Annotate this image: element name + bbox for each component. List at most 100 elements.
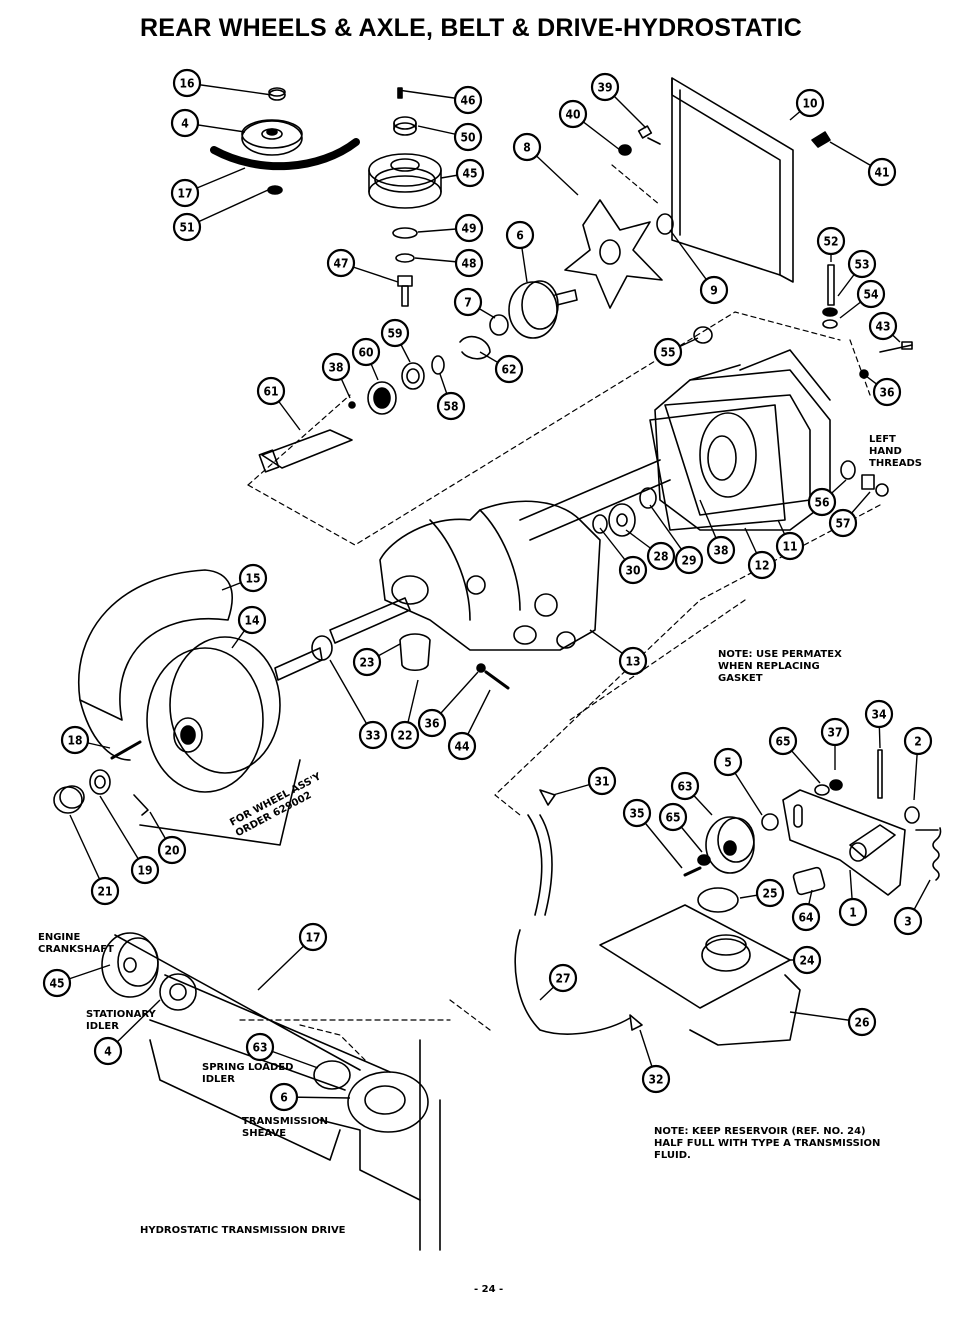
callout-62-circle — [494, 354, 524, 384]
callout-47-circle — [326, 248, 356, 278]
callout-16-circle — [172, 68, 202, 98]
callout-12-circle — [747, 550, 777, 580]
part-13-transmission-housing — [379, 459, 671, 651]
part-2-fitting — [904, 806, 920, 824]
part-41-screw — [811, 131, 831, 148]
callout-31-circle — [587, 766, 617, 796]
belt-callout-63: 63 — [252, 1041, 267, 1055]
callout-61: 61 — [263, 385, 278, 399]
callout-62: 62 — [501, 363, 516, 377]
axle-group — [274, 597, 510, 690]
callout-11-circle — [775, 531, 805, 561]
callout-7: 7 — [464, 296, 472, 310]
wheel-small-parts — [53, 740, 149, 816]
callout-43-circle — [868, 311, 898, 341]
belt-callout-45: 45 — [49, 977, 64, 991]
callout-7-circle — [453, 287, 483, 317]
part-26-bracket — [689, 974, 801, 1046]
callout-59: 59 — [387, 327, 402, 341]
callout-17-circle — [170, 178, 200, 208]
belt-callout-4: 4 — [104, 1045, 112, 1059]
callout-12: 12 — [754, 559, 769, 573]
callout-2-circle — [903, 726, 933, 756]
callout-51: 51 — [179, 221, 194, 235]
callout-51-leader — [186, 189, 269, 228]
callout-59-circle — [380, 318, 410, 348]
part-45-engine-pulley — [368, 153, 442, 209]
callout-32-circle — [641, 1064, 671, 1094]
callout-15-circle — [238, 563, 268, 593]
part-55-plug — [693, 326, 713, 344]
callout-37: 37 — [827, 726, 842, 740]
belt-callout-4-circle — [93, 1036, 123, 1066]
callout-40-circle — [558, 99, 588, 129]
callout-57-circle — [828, 508, 858, 538]
callout-64: 64 — [798, 911, 814, 925]
transmission-sheave — [347, 1071, 429, 1133]
callout-30-circle — [618, 555, 648, 585]
part-17-v-belt — [210, 138, 360, 171]
part-7-bearing — [489, 314, 509, 336]
callout-53: 53 — [854, 258, 869, 272]
part-58-ring — [431, 355, 445, 375]
callout-11: 11 — [782, 540, 797, 554]
part-10-fan-guard — [671, 77, 794, 283]
part-24-reservoir — [599, 904, 791, 1009]
callout-45-circle — [455, 158, 485, 188]
callout-25: 25 — [762, 887, 777, 901]
callout-5-circle — [713, 747, 743, 777]
part-4-idler-pulley — [241, 119, 303, 156]
callout-19: 19 — [137, 864, 152, 878]
callout-50: 50 — [460, 131, 475, 145]
callout-64-circle — [791, 902, 821, 932]
callout-4-circle — [170, 108, 200, 138]
callout-3: 3 — [904, 915, 912, 929]
callout-45: 45 — [462, 167, 477, 181]
part-14-wheel-rim — [146, 636, 281, 793]
callout-26: 26 — [854, 1016, 869, 1030]
callout-23-circle — [352, 647, 382, 677]
callout-9-circle — [699, 275, 729, 305]
callout-14: 14 — [244, 614, 260, 628]
callout-30: 30 — [625, 564, 640, 578]
callout-36-circle — [872, 377, 902, 407]
callout-24-circle — [792, 945, 822, 975]
control-bracket-group — [683, 749, 942, 913]
wheel-assy-note: FOR WHEEL ASS'YORDER 629002 — [228, 771, 329, 839]
left-hand-threads-note: LEFT HAND THREADS — [869, 434, 922, 469]
callout-36: 36 — [424, 717, 439, 731]
part-40-nut — [618, 144, 632, 156]
callout-13-circle — [618, 646, 648, 676]
part-3-spring — [915, 827, 942, 881]
callout-57: 57 — [835, 517, 850, 531]
callout-20-circle — [157, 835, 187, 865]
callout-10: 10 — [802, 97, 817, 111]
page-number: - 24 - — [474, 1284, 504, 1295]
part-39-bolt — [637, 125, 661, 145]
callout-65: 65 — [775, 735, 790, 749]
part-27-hose — [514, 814, 631, 1035]
callout-60-circle — [351, 337, 381, 367]
callout-27-circle — [548, 963, 578, 993]
callout-25-circle — [755, 878, 785, 908]
callout-18-circle — [60, 725, 90, 755]
callout-49: 49 — [461, 222, 476, 236]
callout-49-circle — [454, 213, 484, 243]
callout-39: 39 — [597, 81, 612, 95]
callout-38: 38 — [328, 361, 343, 375]
callout-33-leader — [329, 659, 374, 736]
part-64-spacer — [792, 866, 826, 896]
callout-1: 1 — [849, 906, 857, 920]
callout-28: 28 — [653, 550, 668, 564]
callout-3-circle — [893, 906, 923, 936]
callout-10-circle — [795, 88, 825, 118]
part-1-bracket — [782, 789, 906, 896]
callout-21: 21 — [97, 885, 112, 899]
callout-41-circle — [867, 157, 897, 187]
callout-16-leader — [186, 82, 273, 96]
callout-65-circle — [768, 726, 798, 756]
callout-60: 60 — [358, 346, 373, 360]
callout-53-circle — [847, 249, 877, 279]
